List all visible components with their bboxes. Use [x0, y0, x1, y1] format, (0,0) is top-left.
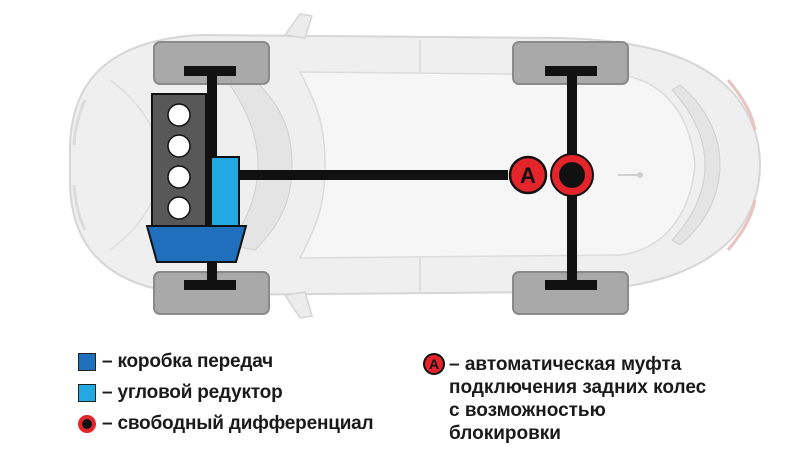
gearbox [145, 225, 248, 263]
legend-angle-gear-label: – угловой редуктор [102, 382, 283, 403]
legend-gearbox: – коробка передач [78, 351, 273, 373]
coupling-line-1: – автоматическая муфта [449, 354, 682, 375]
legend-coupling-text: – автоматическая муфта подключения задни… [449, 353, 706, 445]
coupling-symbol: A [423, 353, 445, 375]
legend-differential: – свободный дифференциал [78, 413, 374, 435]
coupling-line-2: подключения задних колес [449, 377, 707, 398]
automatic-coupling: A [508, 155, 548, 195]
angle-gear-swatch [78, 384, 96, 402]
legend-coupling: A – автоматическая муфта подключения зад… [423, 353, 706, 445]
coupling-line-3: с возможностью [449, 400, 606, 421]
coupling-line-4: блокировки [449, 423, 561, 444]
angle-gear [210, 156, 240, 227]
gearbox-swatch [78, 353, 96, 371]
coupling-badge-letter: A [520, 163, 536, 188]
legend-gearbox-label: – коробка передач [102, 351, 274, 372]
rear-differential [550, 153, 594, 197]
awd-layout-diagram: A [69, 13, 762, 319]
legend-differential-label: – свободный дифференциал [102, 413, 374, 434]
legend-angle-gear: – угловой редуктор [78, 382, 283, 404]
engine-block [151, 93, 207, 229]
differential-symbol [78, 415, 96, 433]
propeller-shaft [238, 170, 508, 180]
